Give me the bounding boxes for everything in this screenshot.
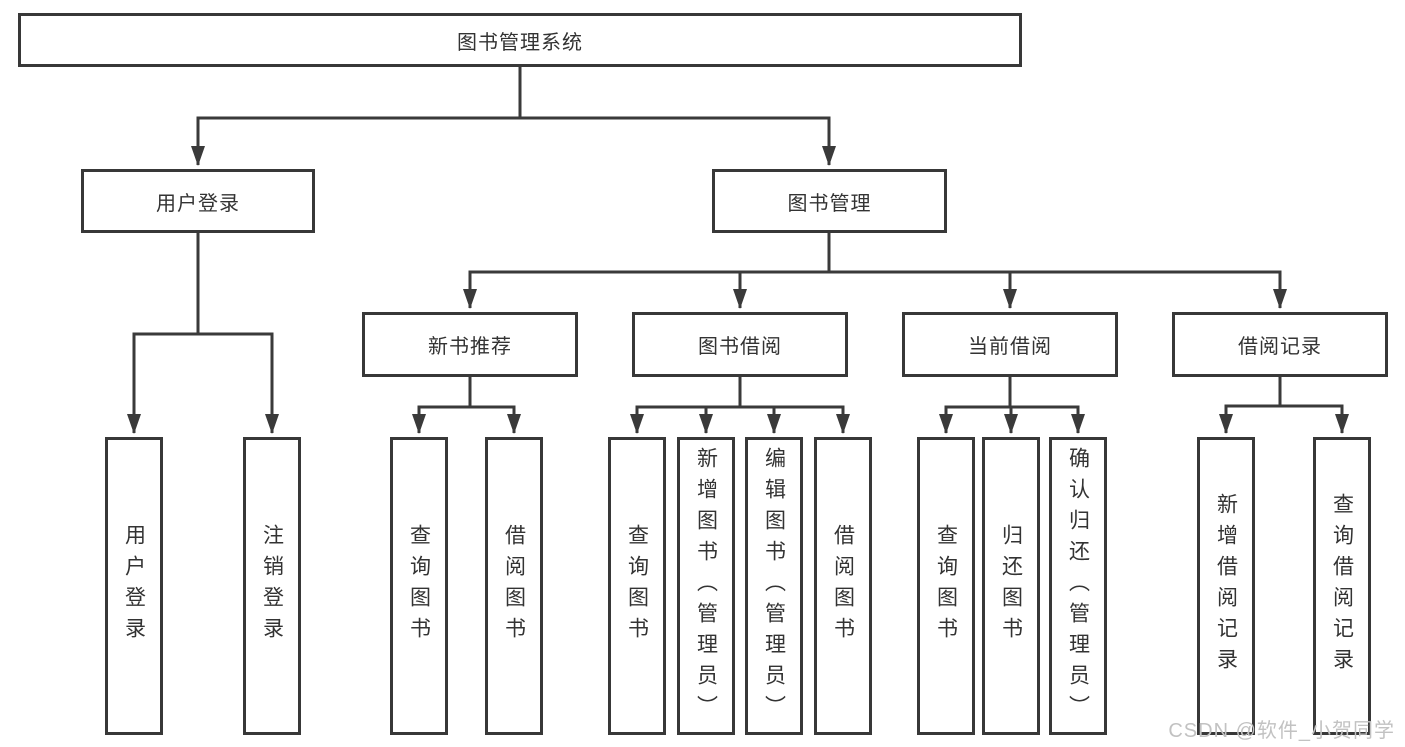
node-current-borrow: 当前借阅 bbox=[902, 312, 1118, 377]
leaf-borrow-books-recommend: 借阅图书 bbox=[485, 437, 543, 735]
leaf-add-book-admin: 新增图书（管理员） bbox=[677, 437, 735, 735]
node-book-management: 图书管理 bbox=[712, 169, 947, 233]
node-borrow-records: 借阅记录 bbox=[1172, 312, 1388, 377]
leaf-query-borrow-record: 查询借阅记录 bbox=[1313, 437, 1371, 735]
node-book-borrow: 图书借阅 bbox=[632, 312, 848, 377]
leaf-add-borrow-record: 新增借阅记录 bbox=[1197, 437, 1255, 735]
leaf-confirm-return-admin: 确认归还（管理员） bbox=[1049, 437, 1107, 735]
leaf-user-login: 用户登录 bbox=[105, 437, 163, 735]
leaf-logout: 注销登录 bbox=[243, 437, 301, 735]
leaf-query-books-borrow: 查询图书 bbox=[608, 437, 666, 735]
leaf-edit-book-admin: 编辑图书（管理员） bbox=[745, 437, 803, 735]
csdn-watermark: CSDN @软件_小贺同学 bbox=[1168, 720, 1395, 742]
node-user-login: 用户登录 bbox=[81, 169, 315, 233]
leaf-query-books-recommend: 查询图书 bbox=[390, 437, 448, 735]
leaf-return-books: 归还图书 bbox=[982, 437, 1040, 735]
node-new-book-recommend: 新书推荐 bbox=[362, 312, 578, 377]
leaf-borrow-books: 借阅图书 bbox=[814, 437, 872, 735]
leaf-query-books-current: 查询图书 bbox=[917, 437, 975, 735]
node-library-system: 图书管理系统 bbox=[18, 13, 1022, 67]
